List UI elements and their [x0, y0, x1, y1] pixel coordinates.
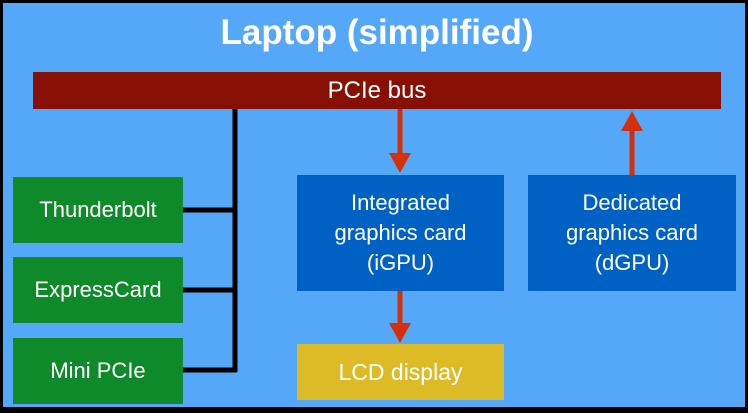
- dgpu-line1: Dedicated: [582, 190, 682, 215]
- igpu-line2: graphics card: [334, 220, 467, 245]
- arrowhead-up-bus: [621, 111, 643, 131]
- port-expresscard: ExpressCard: [13, 257, 183, 323]
- dgpu-line2: graphics card: [565, 220, 699, 245]
- diagram-title: Laptop (simplified): [220, 13, 534, 52]
- igpu-line1: Integrated: [350, 190, 451, 215]
- port-thunderbolt: Thunderbolt: [13, 177, 183, 243]
- lcd-display-box: LCD display: [297, 344, 504, 400]
- dgpu-line3: (dGPU): [594, 250, 670, 275]
- igpu-line3: (iGPU): [366, 250, 435, 275]
- connector-lines: [183, 109, 643, 373]
- arrowhead-down-igpu: [389, 153, 411, 173]
- port-mini-pcie: Mini PCIe: [13, 338, 183, 404]
- pcie-bus: PCIe bus: [33, 72, 721, 109]
- dgpu-box: Dedicated graphics card (dGPU): [528, 175, 736, 291]
- igpu-box: Integrated graphics card (iGPU): [297, 175, 504, 291]
- arrowhead-down-display: [389, 323, 411, 343]
